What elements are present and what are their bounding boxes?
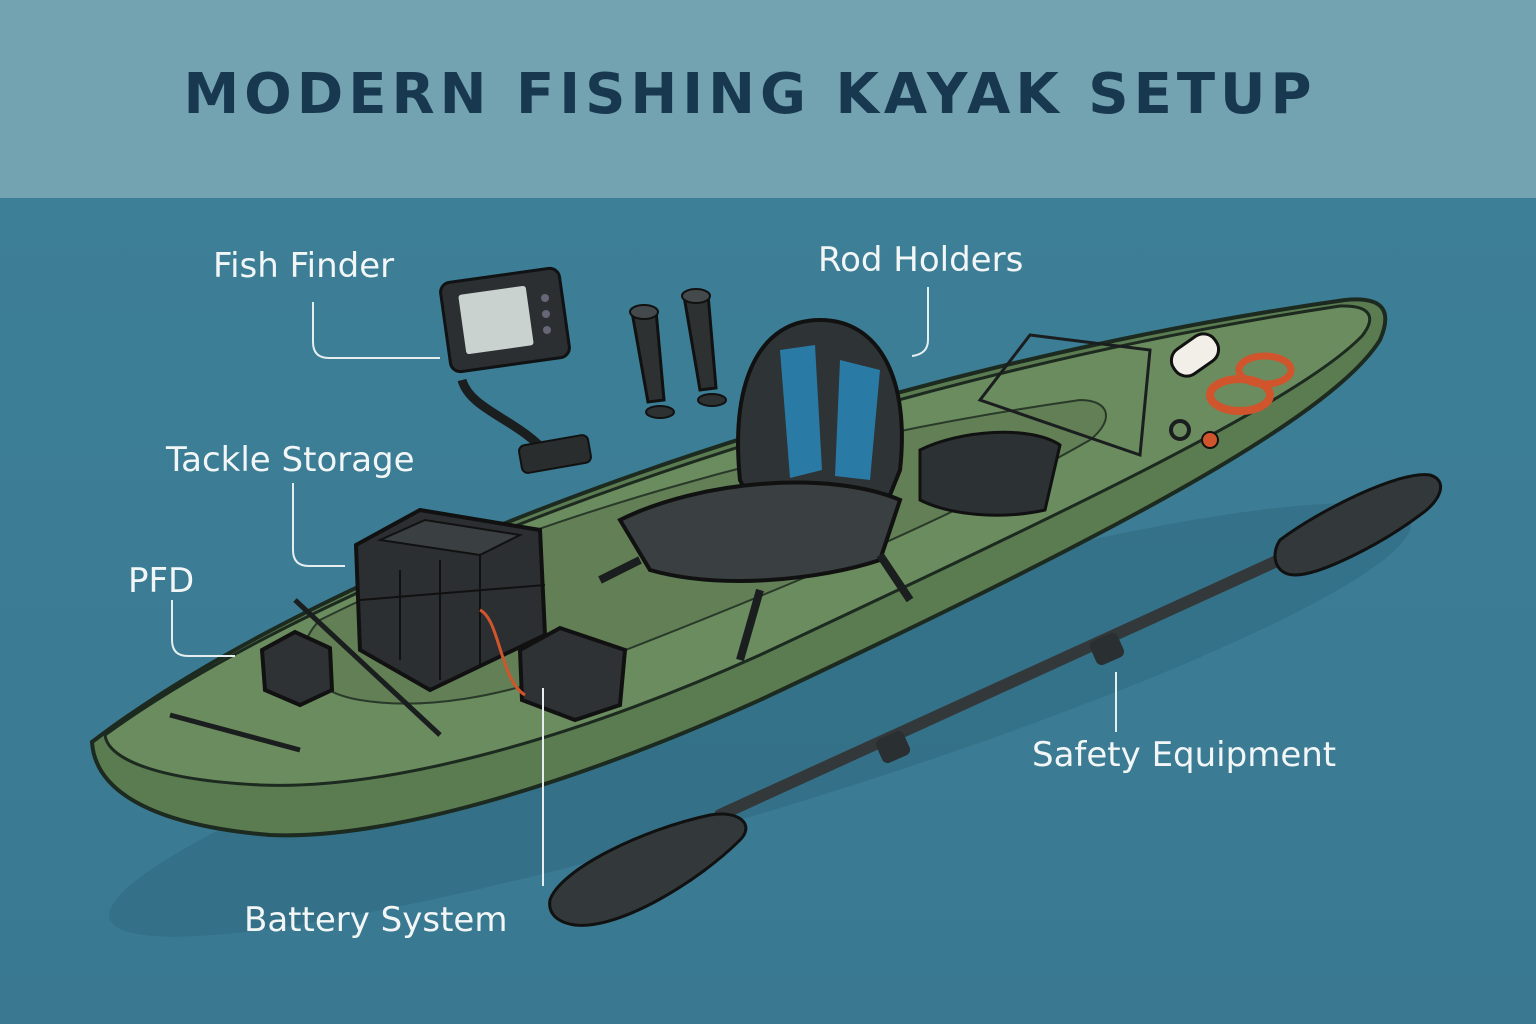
pfd-bag [169,598,442,753]
paddle [548,473,1442,927]
leader-rod-holders [911,287,929,357]
label-rod-holders: Rod Holders [818,240,1024,280]
label-pfd: PFD [128,561,195,601]
leader-tackle-storage [292,483,345,567]
leader-lines [171,287,1117,886]
label-fish-finder: Fish Finder [213,246,395,286]
leader-pfd [171,600,235,657]
kayak-seat [598,317,914,662]
label-safety-equipment: Safety Equipment [1032,735,1337,775]
leader-fish-finder [312,302,440,359]
kayak-shadow [109,503,1411,937]
label-tackle-storage: Tackle Storage [166,440,415,480]
battery-box [479,608,628,723]
label-battery-system: Battery System [244,900,508,940]
header-banner [0,0,1536,198]
page-title: MODERN FISHING KAYAK SETUP [183,62,1317,127]
rod-holders-device [629,288,727,419]
fish-finder-device [439,266,592,474]
rear-storage-hatch [918,333,1152,517]
safety-gear [1169,332,1295,449]
